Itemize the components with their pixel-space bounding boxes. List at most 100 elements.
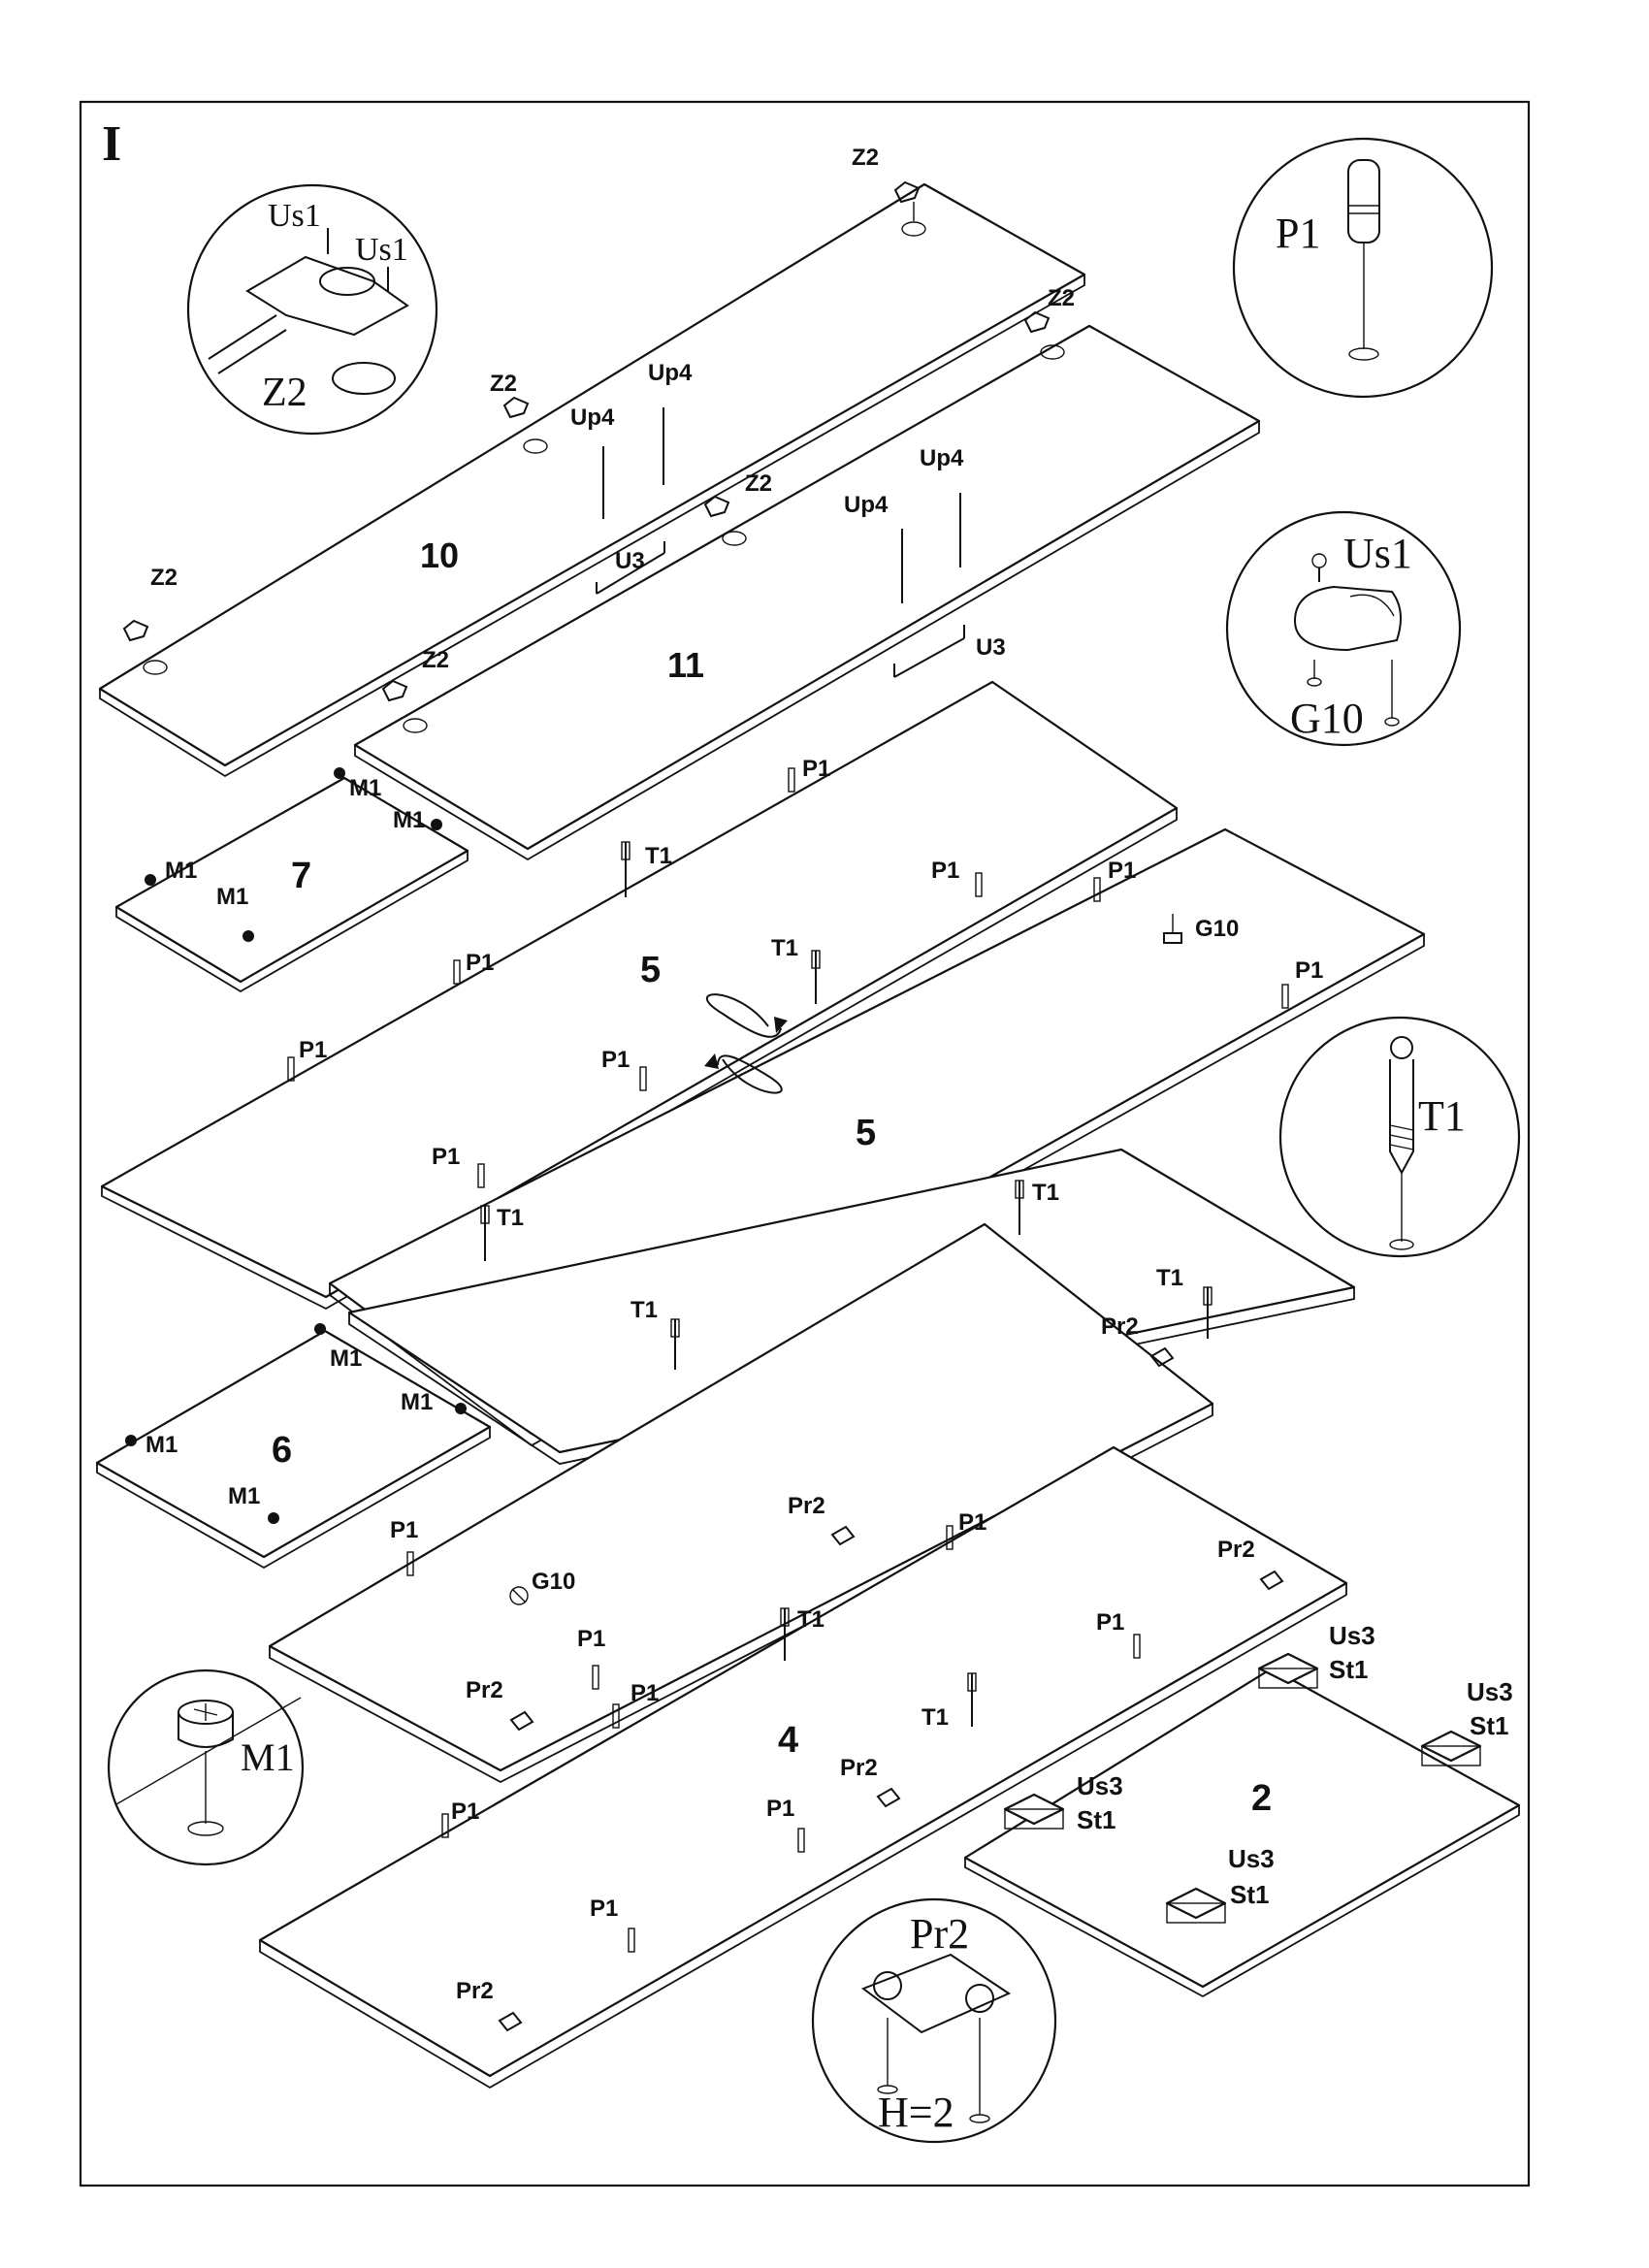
label-m1: M1 (349, 775, 381, 801)
label-p1: P1 (931, 858, 959, 884)
label-up4: Up4 (648, 360, 693, 386)
label-t1: T1 (630, 1297, 658, 1323)
label-p1: P1 (630, 1680, 659, 1706)
label-us3: Us3 (1467, 1677, 1513, 1706)
detail-m1: M1 (107, 1669, 305, 1866)
label-p1: P1 (1108, 858, 1136, 884)
label-st1: St1 (1230, 1880, 1269, 1909)
panel-label-4: 4 (778, 1720, 798, 1761)
panel-label-10: 10 (420, 535, 459, 575)
label-t1: T1 (645, 843, 672, 869)
foot-pad-icon: Us3 St1 Us3 St1 Us3 St1 Us3 St1 (1003, 1621, 1513, 1924)
label-p1: P1 (1096, 1609, 1124, 1636)
panel-11: 11 (353, 324, 1261, 861)
label-t1: T1 (771, 935, 798, 961)
panel-label-2: 2 (1251, 1778, 1272, 1819)
label-pr2: Pr2 (1101, 1313, 1139, 1340)
page-frame (79, 100, 1531, 2187)
label-m1: M1 (146, 1432, 178, 1458)
panel-label-7: 7 (291, 856, 311, 896)
detail-t1: T1 (1278, 1016, 1521, 1258)
detail-label-us1: Us1 (1343, 530, 1412, 577)
label-p1: P1 (299, 1037, 327, 1063)
label-pr2: Pr2 (456, 1978, 494, 2004)
label-p1: P1 (451, 1798, 479, 1825)
label-us3: Us3 (1228, 1844, 1275, 1873)
panel-2: 2 (963, 1667, 1521, 1998)
detail-pr2: Pr2 H=2 (811, 1897, 1057, 2144)
label-st1: St1 (1077, 1805, 1116, 1834)
detail-label-g10: G10 (1290, 695, 1364, 742)
label-st1: St1 (1329, 1655, 1368, 1684)
label-us3: Us3 (1077, 1771, 1123, 1800)
panel-6: 6 (95, 1329, 492, 1570)
label-p1: P1 (577, 1626, 605, 1652)
label-z2: Z2 (852, 145, 879, 171)
label-m1: M1 (393, 807, 425, 833)
label-pr2: Pr2 (788, 1493, 825, 1519)
label-up4: Up4 (844, 492, 889, 518)
detail-label-t1: T1 (1418, 1092, 1466, 1140)
label-p1: P1 (601, 1047, 630, 1073)
detail-label-us1-a: Us1 (268, 198, 321, 234)
label-pr2: Pr2 (1217, 1537, 1255, 1563)
hinge-icon: Z2 (490, 371, 548, 454)
label-us3: Us3 (1329, 1621, 1375, 1650)
detail-label-p1: P1 (1276, 210, 1320, 257)
bracket-icon: U3 U3 (596, 541, 1006, 678)
label-up4: Up4 (920, 445, 964, 471)
cam-lock-icon: M1 M1 M1 M1 M1 M1 M1 M1 (125, 767, 467, 1524)
panel-7: 7 (114, 776, 469, 993)
panel-5-upper: 5 (100, 680, 1179, 1311)
shelf-pin-icon: G10 G10 (509, 914, 1239, 1605)
label-m1: M1 (330, 1345, 362, 1372)
label-p1: P1 (466, 950, 494, 976)
hinge-icon: Z2 (381, 647, 449, 733)
panel-4: 4 (258, 1445, 1348, 2090)
label-z2: Z2 (1048, 285, 1075, 311)
label-u3: U3 (976, 634, 1006, 661)
label-p1: P1 (390, 1517, 418, 1543)
panel-label-6: 6 (272, 1430, 292, 1471)
label-p1: P1 (958, 1509, 986, 1536)
label-m1: M1 (228, 1483, 260, 1509)
panel-10: 10 (98, 182, 1086, 778)
label-t1: T1 (922, 1704, 949, 1731)
rotate-arrows-icon (704, 993, 788, 1094)
label-m1: M1 (165, 858, 197, 884)
hinge-icon: Z2 (703, 470, 772, 546)
screw-icon: Up4 Up4 Up4 Up4 (570, 360, 964, 603)
bracket-icon: Pr2 Pr2 Pr2 Pr2 Pr2 Pr2 (456, 1313, 1284, 2032)
label-t1: T1 (497, 1205, 524, 1231)
detail-p1: P1 (1232, 137, 1494, 399)
detail-label-m1: M1 (241, 1735, 295, 1779)
label-t1: T1 (797, 1606, 824, 1633)
detail-label-pr2: Pr2 (910, 1910, 969, 1958)
panel-label-11: 11 (667, 645, 704, 685)
label-m1: M1 (401, 1389, 433, 1415)
label-st1: St1 (1470, 1711, 1508, 1740)
hinge-icon: Z2 (122, 565, 178, 675)
step-number: I (102, 116, 121, 172)
cam-bolt-icon: T1 T1 T1 T1 T1 T1 T1 T1 (480, 841, 1212, 1731)
label-u3: U3 (615, 548, 645, 574)
label-p1: P1 (766, 1796, 794, 1822)
detail-label-h2: H=2 (878, 2089, 954, 2136)
panel-label-5-lower: 5 (856, 1113, 876, 1153)
label-p1: P1 (432, 1144, 460, 1170)
label-m1: M1 (216, 884, 248, 910)
label-p1: P1 (590, 1895, 618, 1922)
label-g10: G10 (532, 1569, 575, 1595)
label-pr2: Pr2 (840, 1755, 878, 1781)
label-z2: Z2 (422, 647, 449, 673)
detail-label-z2: Z2 (262, 371, 307, 415)
detail-label-us1-b: Us1 (355, 232, 408, 268)
hinge-icon: Z2 (1023, 285, 1075, 360)
detail-g10: Us1 G10 (1225, 510, 1462, 747)
hinge-icon: Z2 (852, 145, 926, 237)
label-z2: Z2 (150, 565, 178, 591)
label-p1: P1 (1295, 957, 1323, 984)
label-g10: G10 (1195, 916, 1239, 942)
label-z2: Z2 (745, 470, 772, 497)
